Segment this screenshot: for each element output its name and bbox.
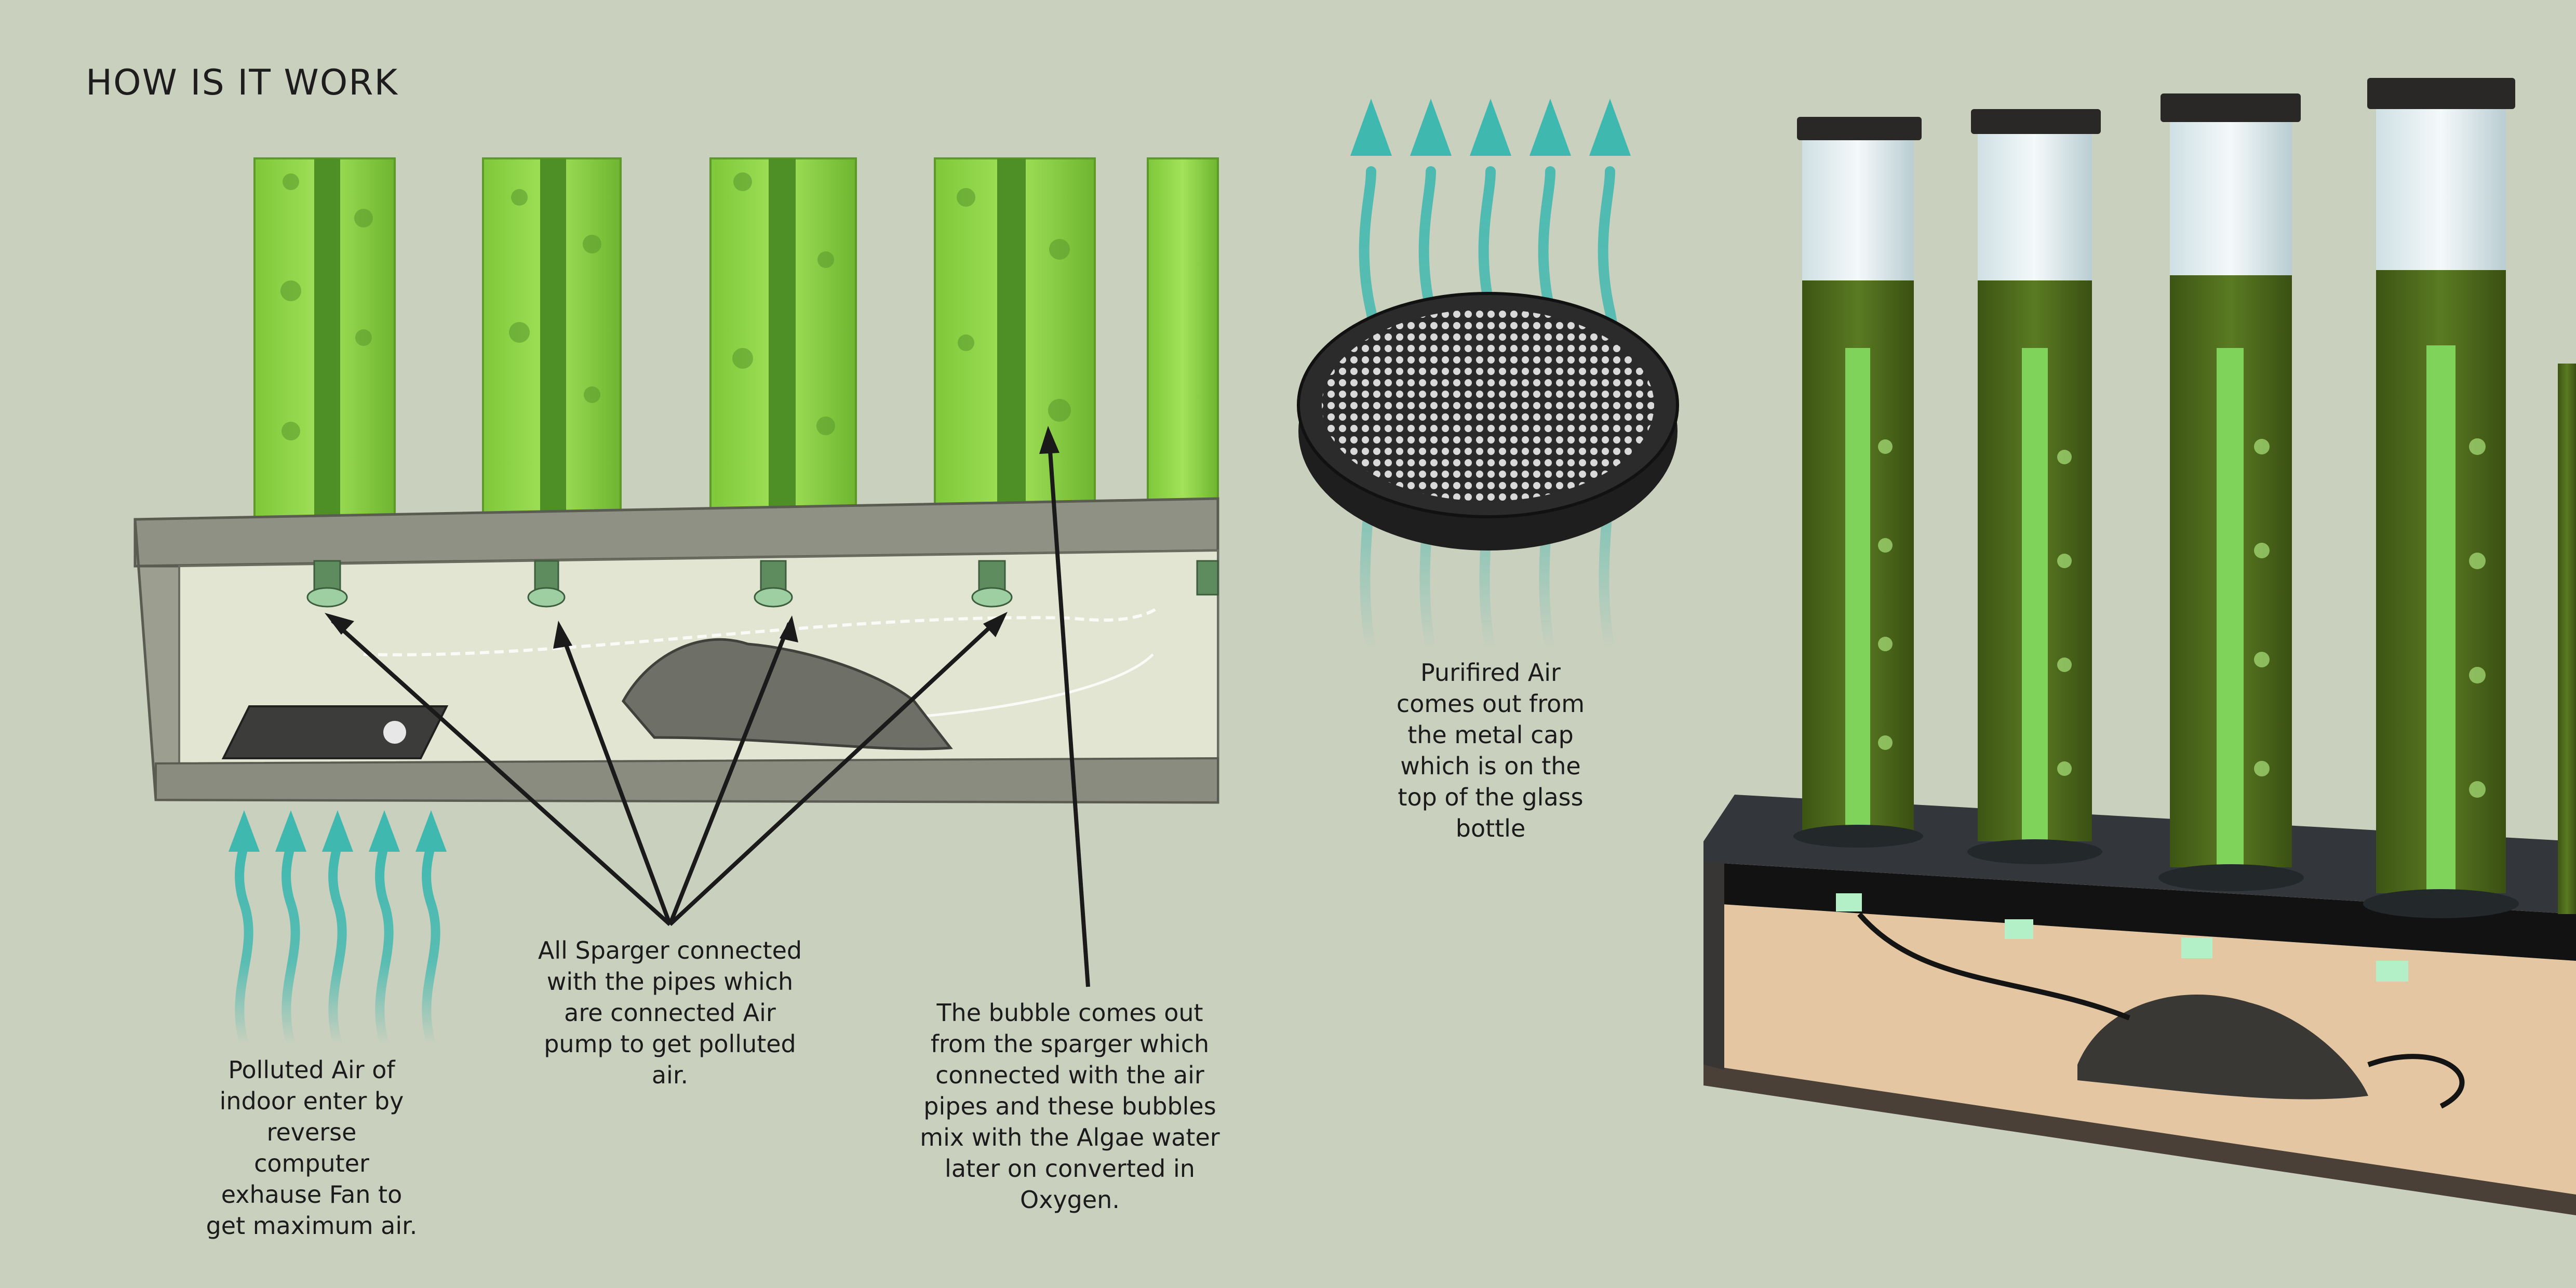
caption-line: are connected Air	[514, 997, 826, 1028]
caption-line: pipes and these bubbles	[898, 1091, 1241, 1122]
metal-mesh-cap	[1298, 293, 1678, 551]
sketch-tube	[254, 158, 395, 517]
caption-line: The bubble comes out	[898, 997, 1241, 1028]
caption-line: indoor enter by	[171, 1085, 452, 1117]
caption-line: exhause Fan to	[171, 1179, 452, 1210]
caption-line: Oxygen.	[898, 1184, 1241, 1215]
caption-sparger: All Sparger connected with the pipes whi…	[514, 935, 826, 1091]
caption-line: computer	[171, 1148, 452, 1179]
caption-purified-air: Purifired Air comes out from the metal c…	[1361, 657, 1620, 844]
rendered-bottle	[1967, 109, 2102, 864]
rendered-bottle	[1793, 117, 1923, 848]
caption-line: later on converted in	[898, 1153, 1241, 1184]
sketch-tube	[710, 158, 856, 517]
caption-line: bottle	[1361, 813, 1620, 844]
caption-line: top of the glass	[1361, 782, 1620, 813]
caption-line: air.	[514, 1059, 826, 1091]
caption-line: comes out from	[1361, 688, 1620, 719]
caption-line: get maximum air.	[171, 1210, 452, 1241]
rendered-bottle-partial	[2558, 364, 2576, 914]
caption-line: with the pipes which	[514, 966, 826, 997]
caption-line: from the sparger which	[898, 1028, 1241, 1059]
caption-line: pump to get polluted	[514, 1028, 826, 1059]
sketch-tube	[1148, 158, 1218, 517]
sketch-tube	[483, 158, 621, 517]
rendered-bottle	[2158, 93, 2304, 891]
caption-line: the metal cap	[1361, 719, 1620, 750]
caption-line: All Sparger connected	[514, 935, 826, 966]
caption-line: Polluted Air of	[171, 1054, 452, 1085]
polluted-air-arrows	[239, 841, 436, 1044]
page-title: HOW IS IT WORK	[86, 62, 398, 103]
exhaust-fan	[223, 706, 447, 758]
caption-line: connected with the air	[898, 1059, 1241, 1091]
caption-bubble: The bubble comes out from the sparger wh…	[898, 997, 1241, 1215]
caption-line: Purifired Air	[1361, 657, 1620, 688]
sketch-tubes	[254, 158, 1218, 517]
caption-line: which is on the	[1361, 750, 1620, 782]
caption-line: mix with the Algae water	[898, 1122, 1241, 1153]
caption-line: reverse	[171, 1117, 452, 1148]
caption-polluted-air: Polluted Air of indoor enter by reverse …	[171, 1054, 452, 1241]
rendered-bottle	[2363, 78, 2519, 918]
sketch-tube	[935, 158, 1095, 517]
